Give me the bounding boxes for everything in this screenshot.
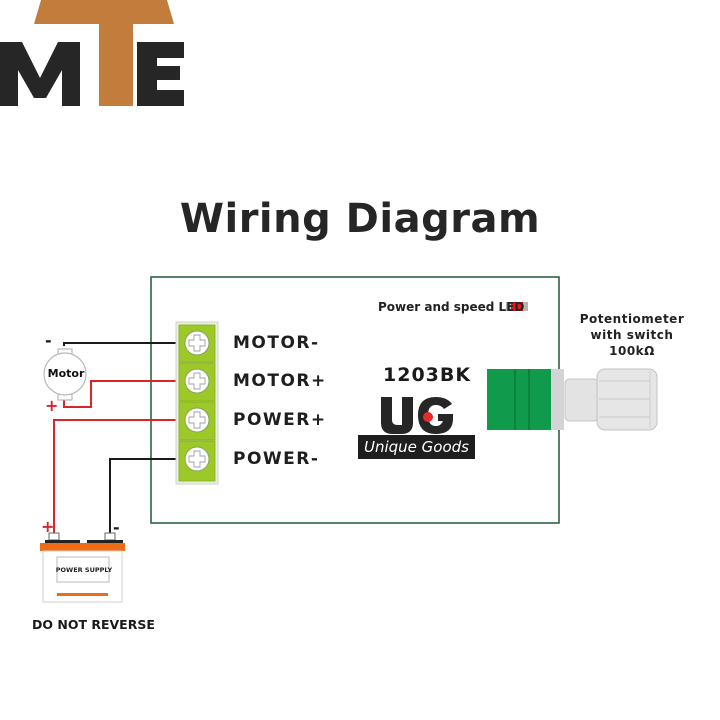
wire-motor-pos [63,380,215,408]
potentiometer-icon [487,368,658,431]
potentiometer-label-line-1: Potentiometer [579,312,685,326]
mte-logo [0,0,184,106]
terminal-label-power-pos: POWER+ [233,410,327,430]
power-supply-label: POWER SUPPLY [55,566,113,574]
terminal-power-pos [178,401,216,441]
led-icon [506,302,528,311]
terminal-label-motor-pos: MOTOR+ [233,371,327,391]
potentiometer-label-line-3: 100kΩ [609,344,655,358]
terminal-label-motor-neg: MOTOR- [233,333,320,353]
battery-pos-sign: + [41,517,55,536]
brand-name: Unique Goods [358,435,475,459]
motor-pos-sign: + [45,396,59,415]
terminal-motor-pos [178,362,216,402]
ug-logo-icon [381,397,453,434]
wire-power-pos [53,419,215,538]
motor-label: Motor [47,367,85,380]
led-label: Power and speed LED [378,300,525,314]
terminal-label-power-neg: POWER- [233,449,320,469]
motor-icon [43,348,87,401]
logo-letter-m [0,42,80,106]
logo-letter-t [34,0,174,106]
potentiometer-label-line-2: with switch [590,328,674,342]
wire-motor-neg [63,342,215,346]
page-title: Wiring Diagram [179,196,541,242]
model-number: 1203BK [383,364,472,386]
potentiometer-label: Potentiometer with switch 100kΩ [570,311,694,359]
logo-letter-e [137,42,184,106]
terminal-power-neg [178,440,216,482]
polarity-warning: DO NOT REVERSE [32,617,155,632]
motor-neg-sign: - [45,331,52,350]
battery-neg-sign: - [113,518,120,537]
power-supply-icon [40,532,125,603]
terminal-block [175,321,219,485]
terminal-motor-neg [178,324,216,363]
